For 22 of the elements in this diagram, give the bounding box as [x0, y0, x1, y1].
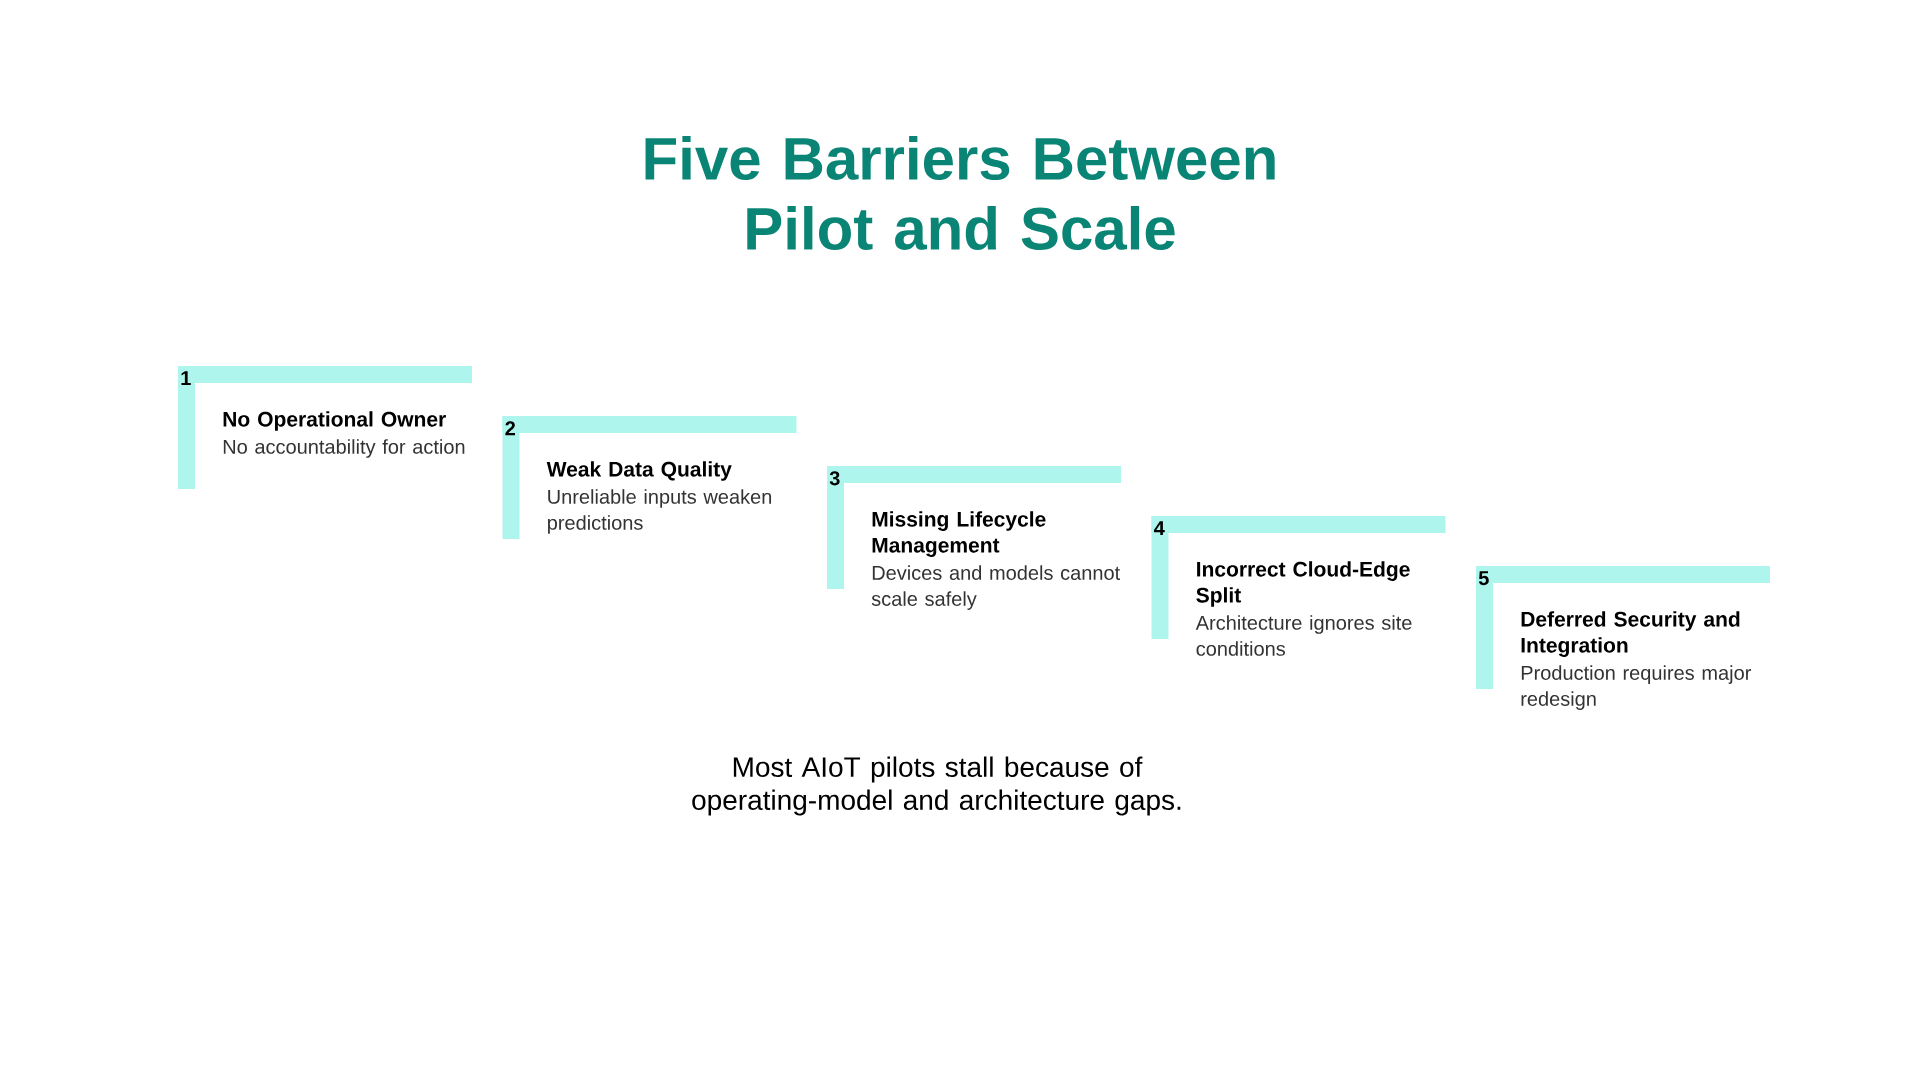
step-bracket — [827, 466, 1121, 589]
step-description: Architecture ignores site conditions — [1195, 615, 1412, 656]
step-description: Unreliable inputs weaken predictions — [548, 489, 771, 534]
step-heading: Incorrect Cloud-Edge Split — [1196, 561, 1410, 607]
step-number: 2 — [505, 421, 516, 436]
step-bracket — [1476, 566, 1770, 689]
step-bracket — [1151, 516, 1446, 639]
step-description: No accountability for action — [223, 439, 465, 458]
step-heading: Deferred Security and Integration — [1521, 611, 1740, 657]
step-number: 1 — [181, 371, 191, 385]
step-bracket — [178, 366, 472, 489]
caption: Most AIoT pilots stall because of operating-model and architecture gaps. — [692, 756, 1181, 816]
step-heading: Missing Lifecycle Management — [872, 511, 1046, 557]
step-description: Production requires major redesign — [1521, 665, 1752, 710]
step-number: 3 — [829, 471, 840, 486]
step-number: 5 — [1478, 571, 1489, 586]
step-heading: Weak Data Quality — [546, 461, 732, 481]
title: Five Barriers Between Pilot and Scale — [645, 136, 1275, 251]
step-description: Devices and models cannot scale safely — [871, 565, 1120, 610]
step-bracket — [502, 416, 797, 539]
step-heading: No Operational Owner — [223, 411, 446, 431]
step-number: 4 — [1154, 521, 1165, 535]
